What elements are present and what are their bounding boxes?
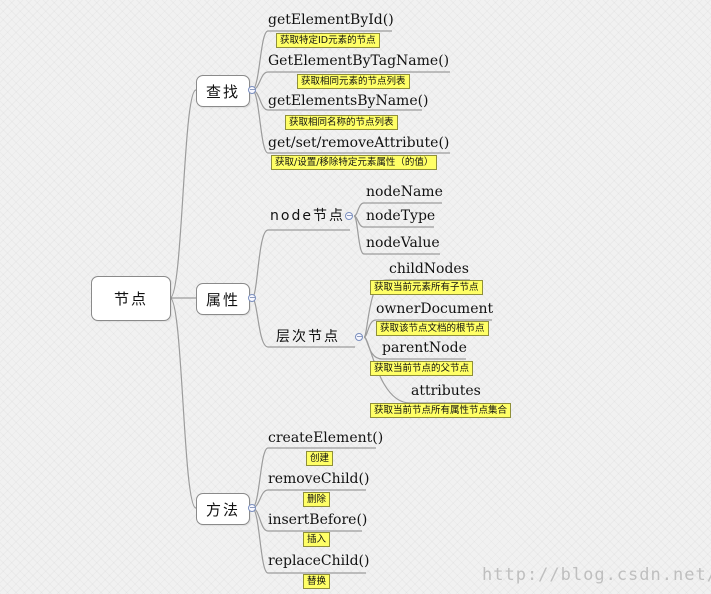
- find-item-note: 获取相同名称的节点列表: [285, 115, 398, 130]
- root-node-label: 节点: [113, 290, 148, 308]
- find-item-label[interactable]: getElementById(): [268, 12, 394, 28]
- collapse-toggle-icon[interactable]: −: [355, 332, 363, 341]
- link-node-1: [353, 202, 442, 217]
- watermark: http://blog.csdn.net/: [482, 565, 711, 585]
- link-node-3: [353, 215, 440, 255]
- find-item-label[interactable]: get/set/removeAttribute(): [268, 135, 450, 151]
- category-attributes[interactable]: 属性: [196, 283, 250, 315]
- find-item-note: 获取/设置/移除特定元素属性（的值）: [271, 155, 438, 170]
- category-find-label: 查找: [205, 82, 240, 101]
- node-item-label[interactable]: nodeType: [366, 208, 436, 224]
- method-item-note: 创建: [306, 451, 334, 466]
- hierarchy-item-label[interactable]: attributes: [411, 383, 481, 399]
- method-item-label[interactable]: insertBefore(): [268, 512, 368, 528]
- method-item-note: 插入: [303, 532, 331, 547]
- hierarchy-item-note: 获取当前节点所有属性节点集合: [370, 403, 512, 418]
- root-node[interactable]: 节点: [91, 276, 171, 321]
- method-item-label[interactable]: replaceChild(): [268, 553, 370, 569]
- collapse-toggle-icon[interactable]: −: [345, 211, 353, 220]
- link-level-2: [363, 319, 492, 338]
- collapse-toggle-icon[interactable]: −: [248, 503, 256, 512]
- hierarchy-item-label[interactable]: childNodes: [389, 261, 469, 277]
- category-methods[interactable]: 方法: [196, 493, 250, 525]
- find-item-note: 获取特定ID元素的节点: [276, 33, 380, 48]
- link-root-find: [169, 89, 197, 299]
- find-item-note: 获取相同元素的节点列表: [297, 74, 410, 89]
- hierarchy-item-label[interactable]: parentNode: [382, 340, 467, 356]
- find-item-label[interactable]: getElementsByName(): [268, 93, 429, 109]
- hierarchy-item-label[interactable]: ownerDocument: [376, 301, 494, 317]
- collapse-toggle-icon[interactable]: −: [248, 85, 256, 94]
- hierarchy-item-note: 获取当前元素所有子节点: [370, 280, 483, 295]
- node-item-label[interactable]: nodeValue: [366, 235, 440, 251]
- category-find[interactable]: 查找: [196, 75, 250, 107]
- find-item-label[interactable]: GetElementByTagName(): [268, 53, 450, 69]
- method-item-note: 删除: [303, 492, 331, 507]
- link-attr-node: [251, 229, 350, 299]
- category-methods-label: 方法: [205, 500, 240, 519]
- category-attributes-label: 属性: [205, 290, 240, 309]
- method-item-note: 替换: [303, 574, 331, 589]
- node-item-label[interactable]: nodeName: [366, 184, 443, 200]
- method-item-label[interactable]: removeChild(): [268, 471, 370, 487]
- method-item-label[interactable]: createElement(): [268, 430, 384, 446]
- link-root-method: [169, 297, 197, 509]
- hierarchy-item-note: 获取当前节点的父节点: [370, 361, 474, 376]
- group-node-label[interactable]: node节点: [270, 208, 345, 224]
- hierarchy-item-note: 获取该节点文档的根节点: [376, 321, 489, 336]
- group-hierarchy-label[interactable]: 层次节点: [276, 329, 340, 345]
- collapse-toggle-icon[interactable]: −: [248, 293, 256, 302]
